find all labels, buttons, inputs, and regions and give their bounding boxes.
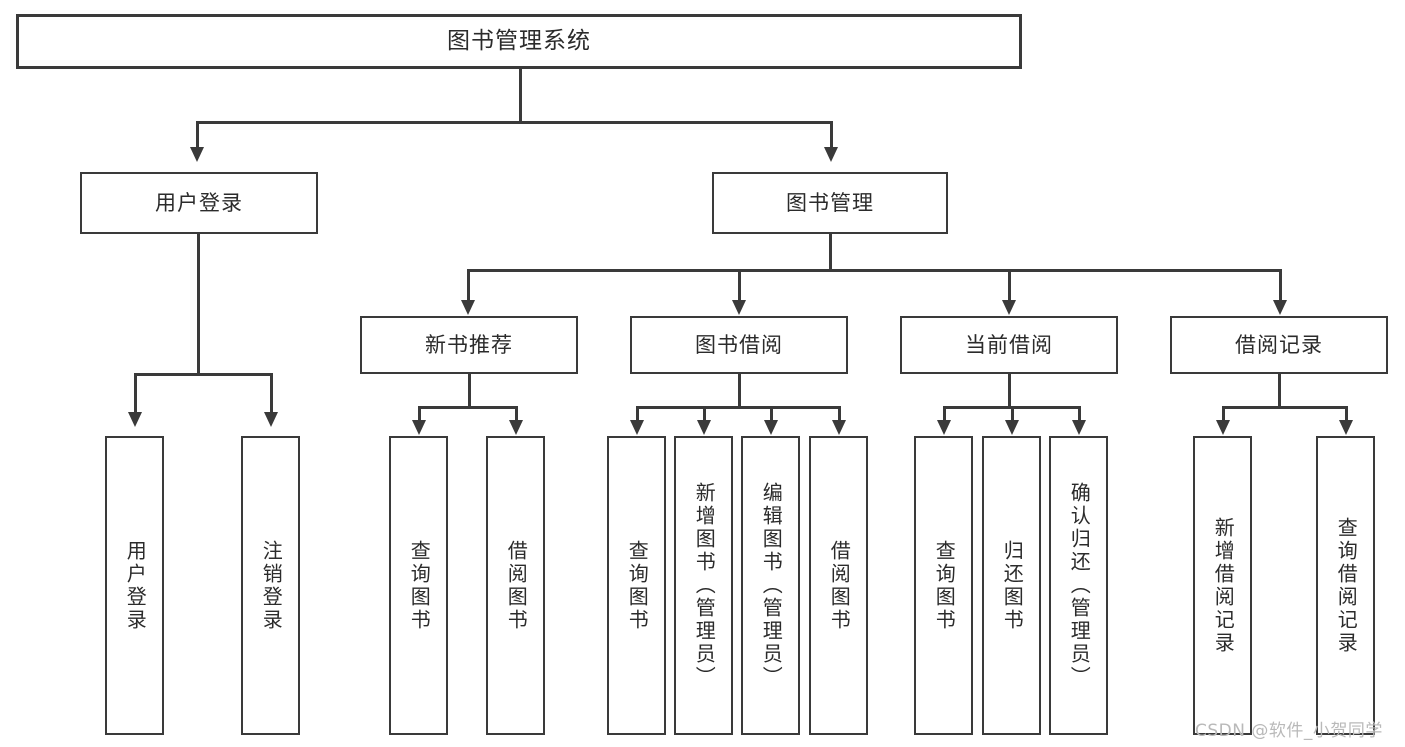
connector-bm-drop-1	[467, 269, 470, 301]
arrow-to-borrow-record	[1273, 300, 1287, 315]
node-book-borrow[interactable]: 图书借阅	[630, 316, 848, 374]
node-label: 新书推荐	[425, 332, 513, 357]
node-root-book-management-system[interactable]: 图书管理系统	[16, 14, 1022, 69]
connector-bb-drop-1	[636, 406, 639, 421]
node-label: 图书借阅	[695, 332, 783, 357]
leaf-edit-book[interactable]: 编辑图书（管理员）	[741, 436, 800, 735]
node-label: 当前借阅	[965, 332, 1053, 357]
node-label: 借阅记录	[1235, 332, 1323, 357]
connector-nbr-drop-1	[418, 406, 421, 421]
leaf-query-book-1[interactable]: 查询图书	[389, 436, 448, 735]
leaf-query-record[interactable]: 查询借阅记录	[1316, 436, 1375, 735]
connector-book-manage-bus	[467, 269, 1279, 272]
connector-user-login-drop-2	[270, 373, 273, 413]
connector-user-login-stem	[197, 234, 200, 375]
node-label: 图书管理	[786, 190, 874, 215]
leaf-label: 查询借阅记录	[1334, 516, 1359, 655]
arrow-to-leaf-add-record	[1216, 420, 1230, 435]
arrow-to-leaf-add-book	[697, 420, 711, 435]
connector-cb-drop-3	[1078, 406, 1081, 421]
leaf-label: 新增借阅记录	[1211, 516, 1236, 655]
leaf-label: 用户登录	[123, 539, 148, 632]
node-book-manage[interactable]: 图书管理	[712, 172, 948, 234]
connector-root-stem	[519, 69, 522, 121]
connector-nbr-bus	[418, 406, 518, 409]
leaf-label: 确认归还（管理员）	[1067, 482, 1092, 689]
connector-bm-drop-2	[738, 269, 741, 301]
connector-nbr-stem	[468, 374, 471, 407]
arrow-to-user-login	[190, 147, 204, 162]
arrow-to-leaf-user-login	[128, 412, 142, 427]
arrow-to-book-manage	[824, 147, 838, 162]
leaf-label: 编辑图书（管理员）	[759, 482, 784, 689]
leaf-user-login[interactable]: 用户登录	[105, 436, 164, 735]
connector-cb-drop-1	[943, 406, 946, 421]
arrow-to-leaf-logout	[264, 412, 278, 427]
arrow-to-leaf-return-book	[1005, 420, 1019, 435]
connector-br-stem	[1278, 374, 1281, 407]
leaf-borrow-book-1[interactable]: 借阅图书	[486, 436, 545, 735]
connector-bb-drop-4	[838, 406, 841, 421]
arrow-to-new-book-recommend	[461, 300, 475, 315]
leaf-label: 查询图书	[625, 539, 650, 632]
connector-bb-stem	[738, 374, 741, 407]
node-current-borrow[interactable]: 当前借阅	[900, 316, 1118, 374]
node-borrow-record[interactable]: 借阅记录	[1170, 316, 1388, 374]
node-new-book-recommend[interactable]: 新书推荐	[360, 316, 578, 374]
connector-user-login-bus	[134, 373, 273, 376]
leaf-query-book-3[interactable]: 查询图书	[914, 436, 973, 735]
leaf-label: 查询图书	[932, 539, 957, 632]
arrow-to-leaf-borrow-book-2	[832, 420, 846, 435]
leaf-label: 查询图书	[407, 539, 432, 632]
leaf-add-book[interactable]: 新增图书（管理员）	[674, 436, 733, 735]
leaf-query-book-2[interactable]: 查询图书	[607, 436, 666, 735]
connector-root-to-book-manage	[830, 121, 833, 148]
leaf-confirm-return[interactable]: 确认归还（管理员）	[1049, 436, 1108, 735]
connector-book-manage-stem	[829, 234, 832, 270]
connector-nbr-drop-2	[515, 406, 518, 421]
connector-bm-drop-3	[1008, 269, 1011, 301]
connector-root-bus	[196, 121, 832, 124]
connector-bb-drop-2	[703, 406, 706, 421]
connector-bm-drop-4	[1279, 269, 1282, 301]
leaf-add-record[interactable]: 新增借阅记录	[1193, 436, 1252, 735]
arrow-to-current-borrow	[1002, 300, 1016, 315]
leaf-borrow-book-2[interactable]: 借阅图书	[809, 436, 868, 735]
arrow-to-leaf-query-book-3	[937, 420, 951, 435]
connector-bb-drop-3	[770, 406, 773, 421]
leaf-label: 借阅图书	[827, 539, 852, 632]
leaf-label: 注销登录	[259, 539, 284, 632]
arrow-to-leaf-edit-book	[764, 420, 778, 435]
arrow-to-leaf-confirm-return	[1072, 420, 1086, 435]
connector-br-bus	[1222, 406, 1348, 409]
arrow-to-leaf-borrow-book-1	[509, 420, 523, 435]
watermark: CSDN @软件_小贺同学	[1195, 721, 1383, 741]
leaf-return-book[interactable]: 归还图书	[982, 436, 1041, 735]
arrow-to-leaf-query-record	[1339, 420, 1353, 435]
leaf-logout[interactable]: 注销登录	[241, 436, 300, 735]
leaf-label: 新增图书（管理员）	[692, 482, 717, 689]
leaf-label: 归还图书	[1000, 539, 1025, 632]
connector-cb-stem	[1008, 374, 1011, 407]
node-user-login[interactable]: 用户登录	[80, 172, 318, 234]
arrow-to-leaf-query-book-2	[630, 420, 644, 435]
arrow-to-leaf-query-book-1	[412, 420, 426, 435]
arrow-to-book-borrow	[732, 300, 746, 315]
connector-bb-bus	[636, 406, 840, 409]
leaf-label: 借阅图书	[504, 539, 529, 632]
connector-br-drop-2	[1345, 406, 1348, 421]
connector-root-to-user-login	[196, 121, 199, 148]
node-label: 图书管理系统	[447, 28, 591, 55]
connector-user-login-drop-1	[134, 373, 137, 413]
connector-cb-drop-2	[1011, 406, 1014, 421]
node-label: 用户登录	[155, 190, 243, 215]
connector-br-drop-1	[1222, 406, 1225, 421]
